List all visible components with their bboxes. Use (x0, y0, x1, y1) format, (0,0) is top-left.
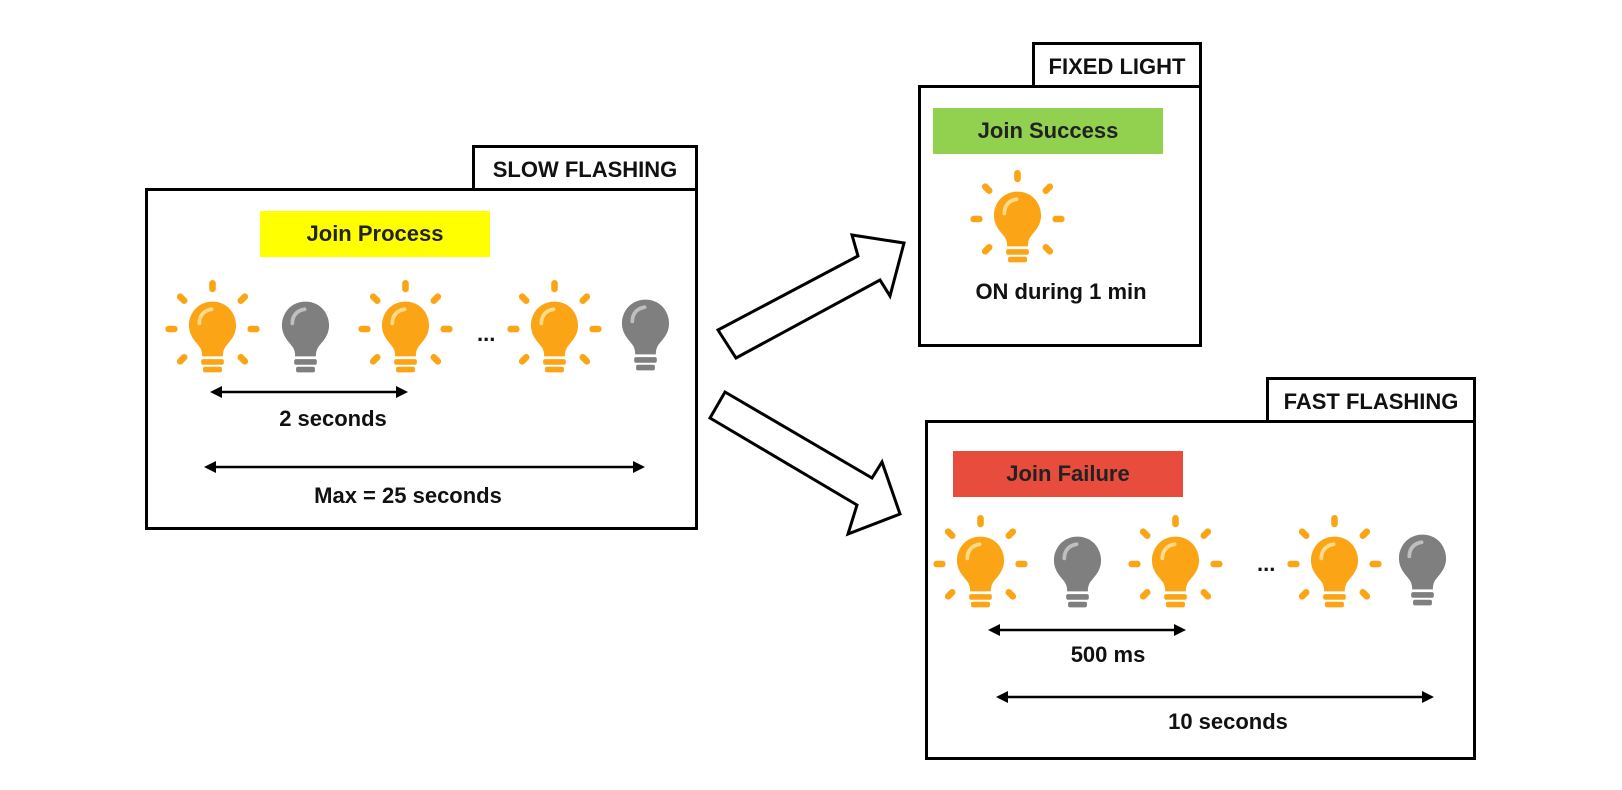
slow-interval-label: 2 seconds (279, 406, 387, 431)
lightbulb-off-icon (620, 297, 671, 373)
fast-interval-arrow (988, 624, 1186, 636)
join-success-label: Join Success (977, 118, 1119, 143)
lightbulb-on-icon (165, 280, 260, 375)
fast-total-arrow (996, 691, 1434, 703)
lightbulb-off-icon (280, 299, 331, 375)
lightbulb-on-icon (1128, 515, 1223, 610)
join-process-label: Join Process (306, 221, 444, 246)
fixed-light-tab: FIXED LIGHT (1032, 42, 1202, 88)
lightbulb-on-icon (933, 515, 1028, 610)
fast-flashing-title: FAST FLASHING (1283, 388, 1459, 414)
lightbulb-off-icon (1397, 532, 1448, 608)
slow-flashing-panel: Join Process ... 2 seconds Max = 25 seco… (145, 188, 698, 530)
lightbulb-on-icon (1287, 515, 1382, 610)
join-process-banner: Join Process (260, 211, 490, 257)
lightbulb-on-icon (970, 170, 1065, 265)
slow-max-label: Max = 25 seconds (314, 483, 502, 508)
slow-flashing-tab: SLOW FLASHING (472, 145, 698, 191)
fast-flashing-tab: FAST FLASHING (1266, 377, 1476, 423)
slow-ellipsis: ... (477, 321, 496, 346)
fixed-light-title: FIXED LIGHT (1048, 53, 1186, 79)
fast-flashing-panel: Join Failure ... 500 ms 10 seconds (925, 420, 1476, 760)
join-success-banner: Join Success (933, 108, 1163, 154)
slow-max-arrow (204, 461, 645, 473)
join-failure-banner: Join Failure (953, 451, 1183, 497)
slow-flashing-title: SLOW FLASHING (492, 156, 678, 182)
fast-total-label: 10 seconds (1168, 709, 1288, 734)
join-failure-label: Join Failure (1006, 461, 1130, 486)
fixed-duration-label: ON during 1 min (975, 279, 1147, 304)
lightbulb-off-icon (1052, 534, 1103, 610)
fast-ellipsis: ... (1257, 551, 1276, 576)
fast-interval-label: 500 ms (1070, 642, 1146, 667)
arrow-to-fast-flashing (707, 389, 902, 537)
lightbulb-on-icon (358, 280, 453, 375)
lightbulb-on-icon (507, 280, 602, 375)
arrow-to-fixed-light (715, 233, 906, 360)
slow-interval-arrow (210, 386, 408, 398)
